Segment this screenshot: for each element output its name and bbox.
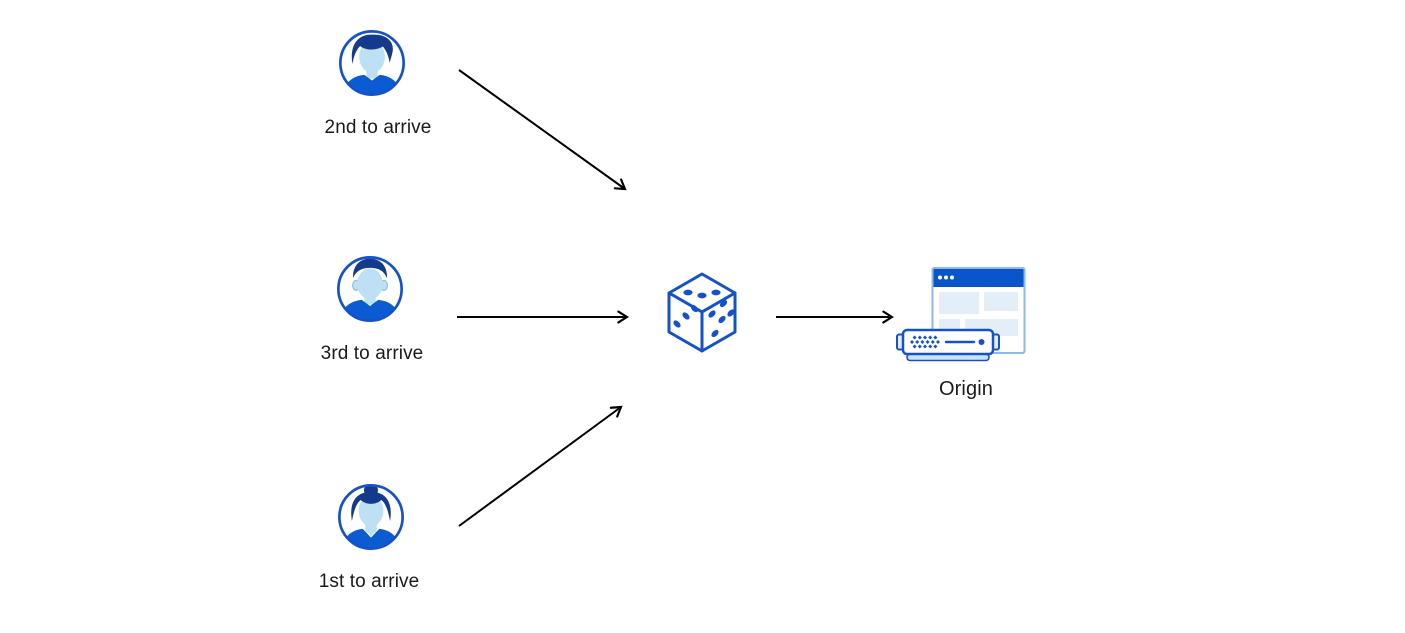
user-avatar-icon (339, 30, 405, 96)
node-label: 3rd to arrive (320, 343, 424, 364)
node-origin (895, 261, 1027, 363)
node-label: 1st to arrive (318, 571, 420, 592)
node-visitor-2nd (338, 29, 406, 97)
node-label: Origin (939, 378, 993, 400)
node-visitor-3rd (336, 255, 404, 323)
arrow-visitor-2nd-to-selector (458, 69, 627, 191)
node-random-selector (666, 272, 738, 353)
dice-icon (667, 272, 737, 353)
node-visitor-1st (337, 483, 405, 551)
node-label: 2nd to arrive (324, 117, 432, 138)
arrow-visitor-1st-to-selector (458, 405, 623, 527)
user-avatar-icon (338, 484, 404, 550)
origin-server-icon (896, 267, 1026, 362)
user-avatar-icon (337, 256, 403, 322)
